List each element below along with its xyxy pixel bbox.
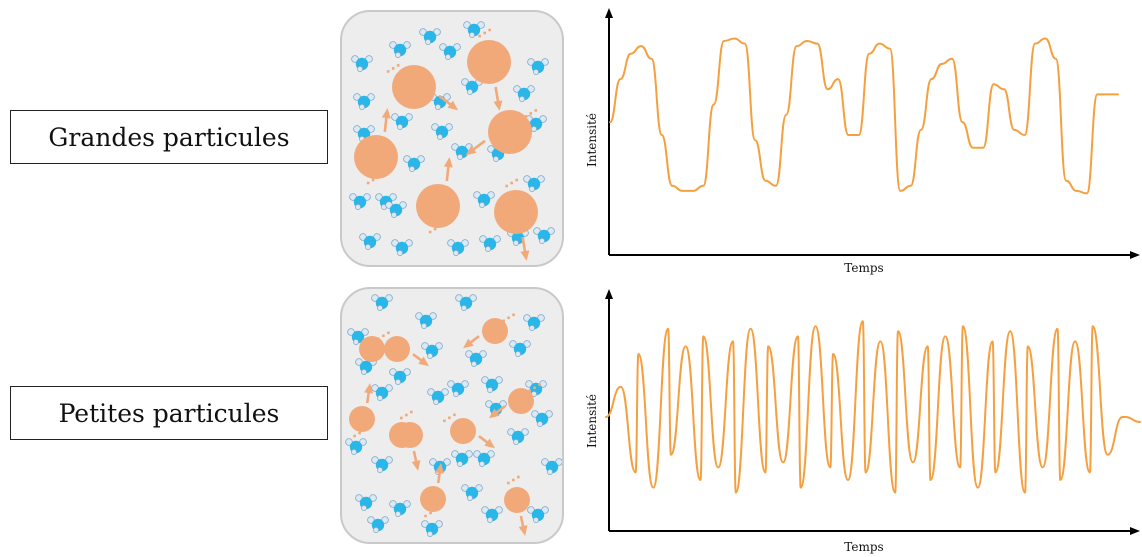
water-molecule-icon: [481, 376, 503, 393]
particle: [416, 157, 460, 234]
water-molecule-icon: [391, 113, 413, 130]
water-molecule-icon: [345, 438, 367, 455]
water-molecule-icon: [389, 41, 411, 58]
water-molecule-icon: [465, 350, 487, 367]
water-molecule-icon: [541, 458, 562, 475]
water-molecule-icon: [523, 175, 545, 192]
water-molecule-icon: [525, 115, 547, 132]
intensity-trace-group: [609, 37, 1119, 195]
water-molecule-icon: [527, 506, 549, 523]
intensity-trace-group: [605, 320, 1141, 494]
large-particles-panel: [340, 10, 564, 267]
small-particles-intensity-chart: Temps Intensité: [578, 281, 1142, 557]
large-particles-label: Grandes particules: [10, 110, 328, 164]
water-molecule-icon: [371, 456, 393, 473]
water-molecule-icon: [389, 368, 411, 385]
water-molecule-icon: [533, 227, 555, 244]
water-molecule-icon: [473, 191, 495, 208]
intensity-trace-line: [605, 320, 1141, 494]
x-axis-label: Temps: [844, 261, 883, 275]
y-axis-arrow-icon: [605, 8, 613, 18]
water-molecule-icon: [359, 233, 381, 250]
water-molecule-icon: [431, 123, 453, 140]
particle: [504, 475, 530, 536]
water-molecule-icon: [403, 155, 425, 172]
water-molecule-icon: [385, 201, 407, 218]
y-axis-label: Intensité: [585, 113, 599, 167]
particle: [389, 422, 415, 448]
water-molecule-icon: [513, 85, 535, 102]
intensity-trace-line: [609, 37, 1119, 195]
particles: [354, 28, 538, 261]
water-molecule-icon: [427, 388, 449, 405]
small-particles-label: Petites particules: [10, 386, 328, 440]
water-molecule-icon: [349, 193, 371, 210]
water-molecule-icon: [463, 21, 485, 38]
water-molecule-icon: [421, 342, 443, 359]
water-molecule-icon: [473, 450, 495, 467]
particle: [465, 109, 538, 156]
x-axis-arrow-icon: [1130, 527, 1140, 535]
water-molecule-icon: [421, 520, 443, 537]
water-molecule-icon: [523, 314, 545, 331]
water-molecule-icon: [447, 239, 469, 256]
particle: [386, 64, 459, 111]
water-molecule-icon: [415, 312, 437, 329]
water-molecule-icon: [419, 28, 441, 45]
water-molecule-icon: [353, 93, 375, 110]
water-molecule-icon: [347, 328, 369, 345]
water-molecules: [345, 294, 562, 537]
water-molecule-icon: [371, 294, 393, 311]
particle: [443, 413, 495, 449]
water-molecule-icon: [455, 294, 477, 311]
water-molecule-icon: [447, 380, 469, 397]
water-molecule-icon: [527, 58, 549, 75]
water-molecule-icon: [479, 235, 501, 252]
water-molecule-icon: [507, 428, 529, 445]
water-molecule-icon: [429, 93, 451, 110]
particle: [349, 383, 375, 438]
particle: [377, 331, 429, 367]
particles: [349, 313, 541, 536]
water-molecule-icon: [391, 239, 413, 256]
x-axis-arrow-icon: [1130, 251, 1140, 259]
water-molecule-icon: [389, 500, 411, 517]
x-axis-label: Temps: [844, 540, 883, 554]
particle: [354, 108, 398, 185]
y-axis-arrow-icon: [605, 289, 613, 299]
water-molecule-icon: [371, 384, 393, 401]
particle: [494, 178, 538, 261]
water-molecule-icon: [481, 506, 503, 523]
large-particles-intensity-chart: Temps Intensité: [578, 0, 1142, 276]
water-molecule-icon: [351, 55, 373, 72]
large-particles-illustration: [349, 21, 555, 261]
particle: [467, 28, 511, 111]
water-molecule-icon: [509, 340, 531, 357]
water-molecule-icon: [461, 484, 483, 501]
water-molecule-icon: [367, 516, 389, 533]
y-axis-label: Intensité: [585, 394, 599, 448]
water-molecule-icon: [531, 410, 553, 427]
water-molecule-icon: [355, 494, 377, 511]
small-particles-illustration: [345, 294, 562, 537]
particle: [359, 336, 385, 362]
water-molecule-icon: [451, 450, 473, 467]
particle: [420, 463, 446, 518]
water-molecule-icon: [439, 43, 461, 60]
particle: [489, 383, 541, 419]
small-particles-panel: [340, 287, 564, 544]
particle: [463, 313, 515, 349]
